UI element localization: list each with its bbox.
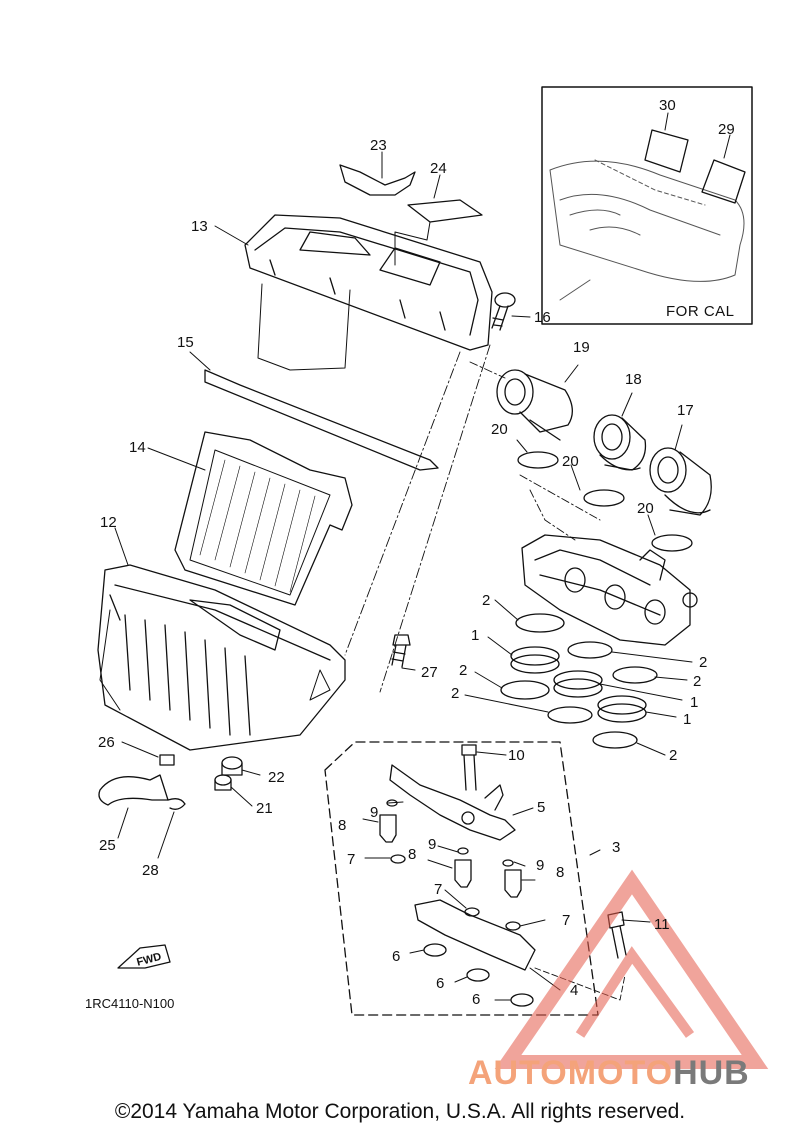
label-20c: 20 bbox=[637, 500, 654, 517]
part-labels: 1 1 1 2 2 2 2 2 2 3 4 5 6 6 6 7 7 7 8 8 … bbox=[85, 97, 735, 1011]
label-14: 14 bbox=[129, 439, 146, 456]
diagram-code: 1RC4110-N100 bbox=[85, 996, 174, 1011]
label-2e: 2 bbox=[693, 673, 701, 690]
label-6a: 6 bbox=[392, 948, 400, 965]
label-2b: 2 bbox=[459, 662, 467, 679]
label-1a: 1 bbox=[471, 627, 479, 644]
label-13: 13 bbox=[191, 218, 208, 235]
label-24 bbox=[407, 199, 483, 223]
label-4: 4 bbox=[570, 982, 578, 999]
injectors-8 bbox=[379, 814, 522, 898]
label-11: 11 bbox=[654, 916, 670, 933]
label-30: 30 bbox=[659, 97, 676, 114]
label-26: 26 bbox=[98, 734, 115, 751]
label-9a: 9 bbox=[370, 804, 378, 821]
label-6b: 6 bbox=[436, 975, 444, 992]
label-3: 3 bbox=[612, 839, 620, 856]
watermark-part2: HUB bbox=[673, 1054, 750, 1092]
label-24: 24 bbox=[430, 160, 447, 177]
label-5: 5 bbox=[537, 799, 545, 816]
cal-label-29 bbox=[701, 159, 746, 204]
fuel-rail-box bbox=[324, 741, 599, 1016]
label-1b: 1 bbox=[690, 694, 698, 711]
clamp-28 bbox=[167, 798, 186, 810]
label-8b: 8 bbox=[408, 846, 416, 863]
gaskets-6 bbox=[423, 943, 534, 1007]
label-12: 12 bbox=[100, 514, 117, 531]
label-25: 25 bbox=[99, 837, 116, 854]
label-17: 17 bbox=[677, 402, 694, 419]
label-16: 16 bbox=[534, 309, 551, 326]
label-18: 18 bbox=[625, 371, 642, 388]
label-19: 19 bbox=[573, 339, 590, 356]
hose-25 bbox=[98, 774, 169, 806]
label-10: 10 bbox=[508, 747, 525, 764]
throttle-body bbox=[521, 534, 698, 646]
label-7c: 7 bbox=[562, 912, 570, 929]
label-2c: 2 bbox=[451, 685, 459, 702]
cal-inset bbox=[541, 86, 753, 325]
inset-label: FOR CAL bbox=[666, 303, 735, 320]
label-29: 29 bbox=[718, 121, 735, 138]
bracket-23 bbox=[339, 164, 416, 196]
watermark-logo bbox=[494, 869, 769, 1069]
joint-17 bbox=[649, 447, 712, 516]
plug-22 bbox=[221, 756, 243, 776]
joint-18 bbox=[593, 414, 647, 471]
label-21: 21 bbox=[256, 800, 273, 817]
screw-16 bbox=[491, 292, 516, 331]
label-20b: 20 bbox=[562, 453, 579, 470]
label-8c: 8 bbox=[556, 864, 564, 881]
label-1c: 1 bbox=[683, 711, 691, 728]
label-7a: 7 bbox=[347, 851, 355, 868]
orings-9 bbox=[386, 799, 514, 867]
clamps-20 bbox=[517, 451, 693, 552]
bolt-10 bbox=[461, 744, 477, 791]
label-15: 15 bbox=[177, 334, 194, 351]
copyright-notice: ©2014 Yamaha Motor Corporation, U.S.A. A… bbox=[114, 1100, 686, 1123]
label-8a: 8 bbox=[338, 817, 346, 834]
label-28: 28 bbox=[142, 862, 159, 879]
label-9b: 9 bbox=[428, 836, 436, 853]
case-12 bbox=[97, 564, 346, 751]
watermark-part1: AUTOMOTO bbox=[468, 1054, 674, 1092]
watermark-text: AUTOMOTOHUB bbox=[468, 1054, 750, 1093]
bolt-27 bbox=[391, 634, 411, 668]
cal-label-30 bbox=[644, 129, 689, 173]
label-22: 22 bbox=[268, 769, 285, 786]
joint-19 bbox=[496, 369, 573, 441]
fuel-rail-5 bbox=[389, 764, 516, 841]
label-2d: 2 bbox=[699, 654, 707, 671]
label-27: 27 bbox=[421, 664, 438, 681]
cover-13 bbox=[244, 214, 493, 371]
clip-26 bbox=[159, 754, 175, 766]
label-9c: 9 bbox=[536, 857, 544, 874]
label-7b: 7 bbox=[434, 881, 442, 898]
label-23: 23 bbox=[370, 137, 387, 154]
filter-14 bbox=[174, 431, 353, 606]
label-6c: 6 bbox=[472, 991, 480, 1008]
holder-4 bbox=[414, 899, 536, 971]
label-2f: 2 bbox=[669, 747, 677, 764]
fwd-arrow bbox=[117, 944, 171, 969]
label-20a: 20 bbox=[491, 421, 508, 438]
gasket-15 bbox=[204, 369, 439, 471]
clamps-joints bbox=[500, 613, 658, 749]
plug-21 bbox=[214, 774, 232, 791]
label-2a: 2 bbox=[482, 592, 490, 609]
fwd-label: FWD bbox=[135, 951, 162, 969]
